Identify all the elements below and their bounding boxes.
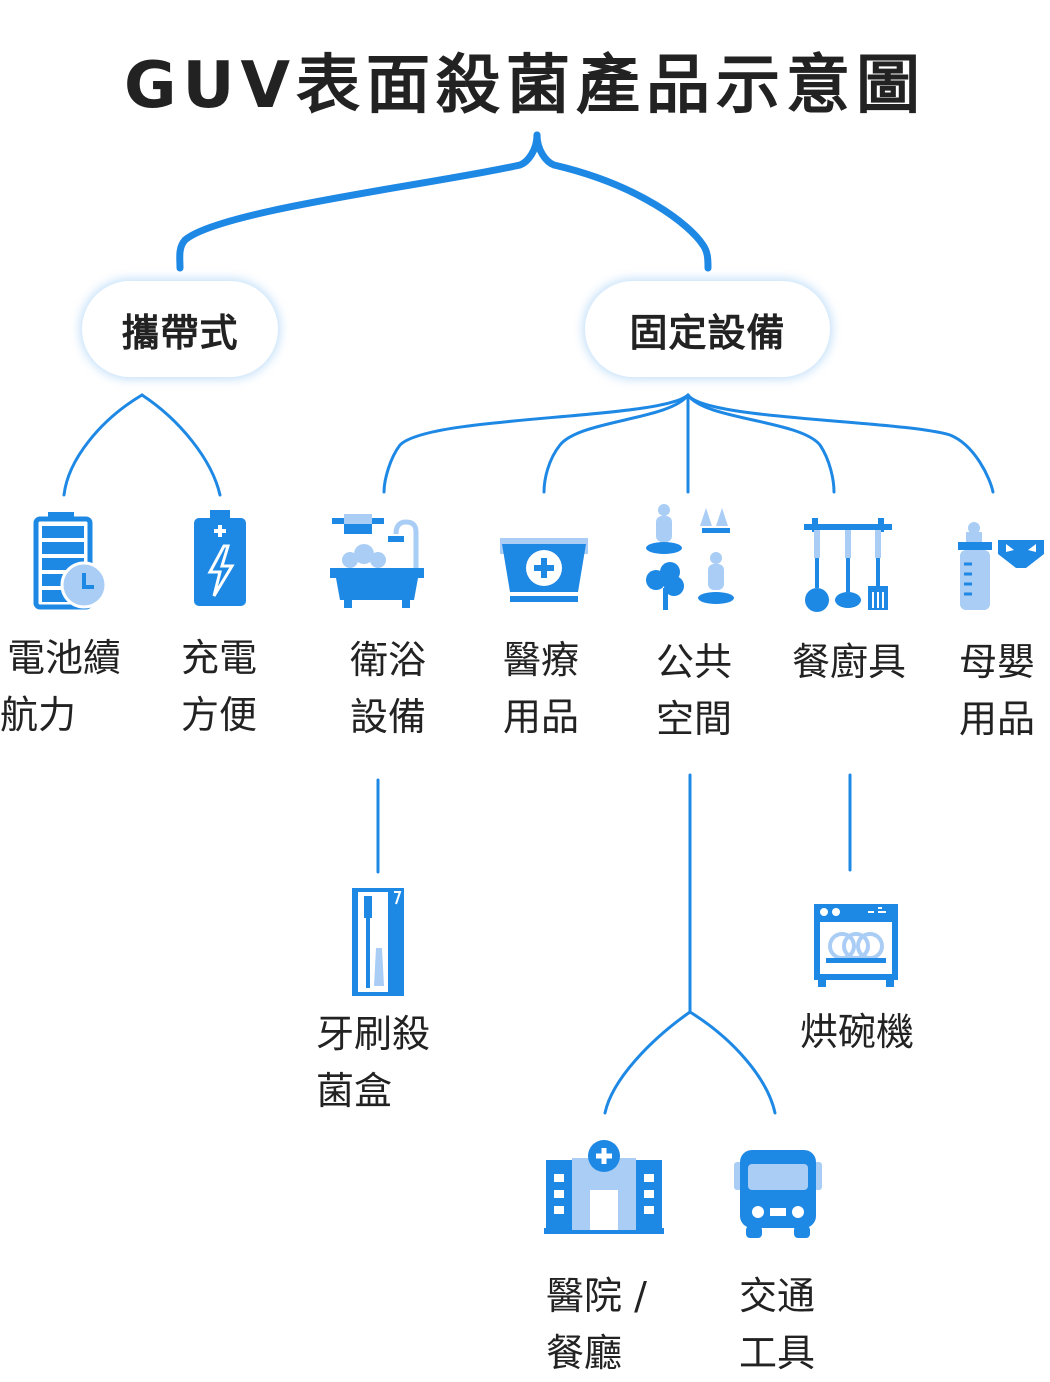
label-line: 餐廳	[546, 1331, 623, 1375]
bus-icon	[734, 1150, 822, 1238]
label-toothbrush-sterilizer: 牙刷殺 菌盒	[316, 1006, 446, 1120]
label-medical-supplies: 醫療 用品	[492, 632, 590, 746]
charging-battery-icon	[194, 510, 246, 606]
category-label: 攜帶式	[121, 310, 239, 355]
bathtub-icon	[330, 514, 424, 608]
label-line: 交通	[738, 1274, 815, 1318]
label-public-space: 公共 空間	[644, 634, 744, 748]
category-label: 固定設備	[629, 310, 786, 355]
baby-bottle-diaper-icon	[958, 522, 1044, 610]
label-mother-baby: 母嬰 用品	[948, 634, 1046, 748]
label-line: 用品	[958, 697, 1035, 741]
category-portable: 攜帶式	[82, 281, 278, 377]
label-line: 用品	[502, 695, 579, 739]
label-kitchenware: 餐廚具	[782, 634, 916, 691]
toothbrush-box-icon	[352, 888, 404, 996]
dishwasher-icon	[814, 904, 898, 987]
label-line: 牙刷殺	[316, 1012, 431, 1056]
label-battery-life: 電池續 航力	[0, 630, 128, 744]
label-line: 充電	[180, 636, 257, 680]
label-line: 烘碗機	[799, 1010, 914, 1054]
label-line: 電池續	[6, 636, 121, 680]
label-line: 公共	[655, 640, 732, 684]
label-line: 母嬰	[958, 640, 1035, 684]
label-bathroom-equipment: 衛浴 設備	[338, 632, 438, 746]
label-line: 航力	[0, 693, 77, 737]
label-line: 工具	[738, 1331, 815, 1375]
label-transportation: 交通 工具	[728, 1268, 826, 1382]
label-line: 方便	[180, 693, 257, 737]
label-hospital-restaurant: 醫院 / 餐廳	[546, 1268, 670, 1382]
battery-clock-icon	[33, 512, 108, 610]
label-line: 菌盒	[316, 1069, 393, 1113]
label-line: 空間	[655, 697, 732, 741]
kitchen-utensils-icon	[804, 518, 892, 612]
label-dish-dryer: 烘碗機	[790, 1004, 924, 1061]
label-line: 衛浴	[349, 638, 426, 682]
medical-kit-icon	[500, 538, 588, 602]
label-line: 餐廚具	[791, 640, 906, 684]
label-line: 設備	[349, 695, 426, 739]
public-space-icon	[646, 504, 734, 610]
diagram-title: GUV表面殺菌產品示意圖	[123, 49, 927, 123]
label-convenient-charging: 充電 方便	[170, 630, 268, 744]
hospital-icon	[544, 1140, 664, 1234]
label-line: 醫療	[502, 638, 579, 682]
category-fixed-equipment: 固定設備	[585, 281, 830, 377]
label-line: 醫院 /	[546, 1274, 647, 1318]
